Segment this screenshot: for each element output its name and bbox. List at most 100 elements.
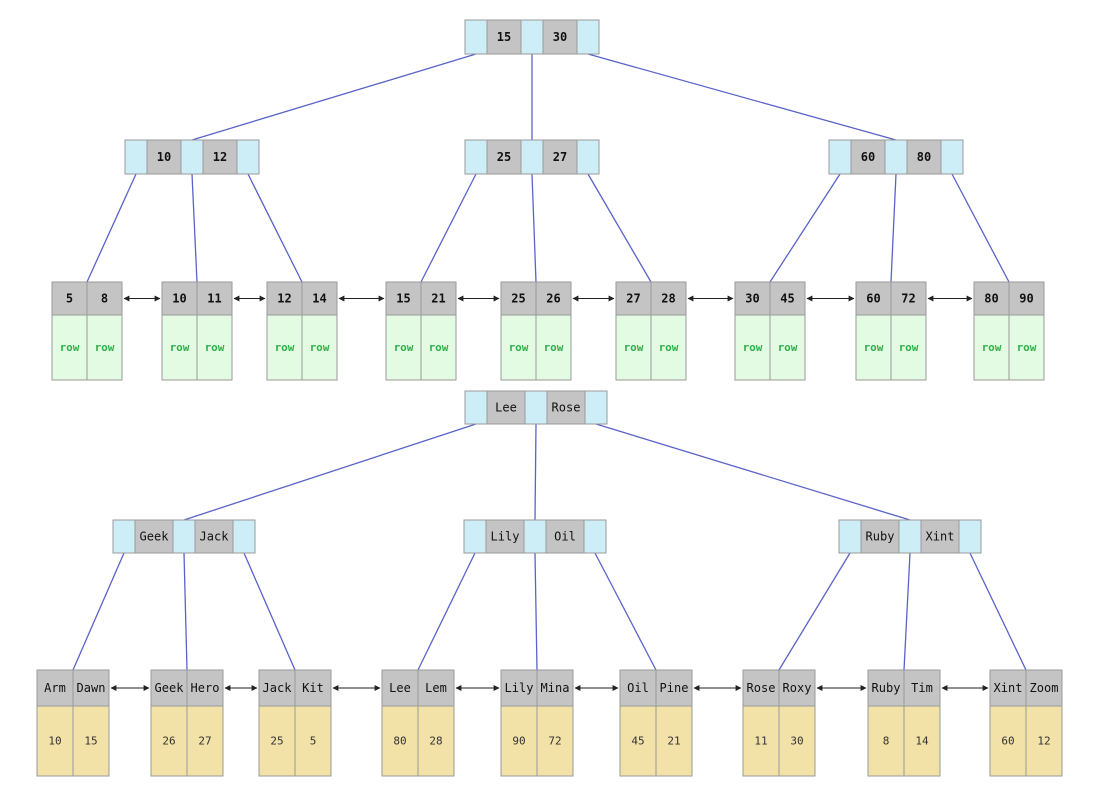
tree-edge — [191, 173, 198, 283]
tree-edge — [86, 173, 137, 283]
leaf-key-cell — [196, 281, 233, 316]
tree-edge — [531, 173, 537, 283]
row-label: row — [864, 341, 884, 354]
row-label: row — [275, 341, 295, 354]
row-label: row — [1017, 341, 1037, 354]
leaf-key-cell — [150, 669, 188, 707]
pointer-cell — [583, 519, 607, 554]
leaf-value: 8 — [883, 735, 890, 748]
leaf-value-cell — [655, 705, 693, 777]
node-key: Ruby — [866, 530, 895, 544]
row-data-cell — [51, 314, 88, 381]
node-key: 30 — [553, 30, 567, 44]
leaf-value-cell — [417, 705, 455, 777]
key-cell — [546, 390, 586, 425]
leaf-key: 28 — [661, 292, 675, 306]
row-label: row — [982, 341, 1002, 354]
leaf-key: Oil — [627, 681, 649, 695]
pointer-cell — [464, 19, 488, 55]
leaf-value: 45 — [631, 735, 644, 748]
key-cell — [202, 139, 238, 175]
row-data-cell — [769, 314, 806, 381]
leaf-value-cell — [150, 705, 188, 777]
node-key: 12 — [213, 150, 227, 164]
node-key: Oil — [554, 530, 576, 544]
pointer-cell — [958, 519, 982, 554]
node-key: 15 — [497, 30, 511, 44]
pointer-cell — [524, 390, 548, 425]
row-label: row — [624, 341, 644, 354]
tree-edge — [778, 552, 851, 671]
leaf-value: 12 — [1037, 735, 1050, 748]
pointer-cell — [838, 519, 862, 554]
leaf-key-cell — [381, 669, 419, 707]
tree-edge — [903, 552, 911, 671]
key-cell — [906, 139, 942, 175]
leaf-key: 45 — [780, 292, 794, 306]
leaf-value: 28 — [429, 735, 442, 748]
leaf-key: Arm — [44, 681, 66, 695]
tree-edge — [420, 173, 477, 283]
leaf-key: Jack — [263, 681, 293, 695]
leaf-key-cell — [36, 669, 74, 707]
leaf-key: Geek — [155, 681, 185, 695]
leaf-value: 14 — [915, 735, 929, 748]
leaf-key-cell — [420, 281, 457, 316]
leaf-value: 26 — [162, 735, 175, 748]
pointer-cell — [180, 139, 204, 175]
row-label: row — [205, 341, 225, 354]
leaf-key: 90 — [1019, 292, 1033, 306]
node-key: 60 — [861, 150, 875, 164]
pointer-cell — [464, 390, 488, 425]
leaf-key-cell — [72, 669, 110, 707]
pointer-cell — [828, 139, 852, 175]
tree-edge — [534, 552, 538, 671]
leaf-value: 21 — [667, 735, 680, 748]
row-label: row — [778, 341, 798, 354]
leaf-value-cell — [742, 705, 780, 777]
leaf-key-cell — [51, 281, 88, 316]
leaf-key-cell — [989, 669, 1027, 707]
pointer-cell — [124, 139, 148, 175]
leaf-value-cell — [619, 705, 657, 777]
leaf-key: Xint — [994, 681, 1023, 695]
pointer-cell — [520, 19, 544, 55]
leaf-value-cell — [36, 705, 74, 777]
leaf-key: Kit — [302, 681, 324, 695]
tree-edge — [594, 552, 657, 671]
tree-edge — [183, 423, 477, 521]
leaf-key: Lee — [389, 681, 411, 695]
node-key: Lee — [495, 401, 517, 415]
leaf-key: 21 — [431, 292, 445, 306]
row-label: row — [60, 341, 80, 354]
row-data-cell — [973, 314, 1010, 381]
leaf-value: 15 — [84, 735, 97, 748]
leaf-key: 8 — [101, 292, 108, 306]
leaf-key: 25 — [511, 292, 525, 306]
pointer-cell — [576, 19, 600, 55]
leaf-value-cell — [1025, 705, 1063, 777]
leaf-value-cell — [381, 705, 419, 777]
pointer-cell — [898, 519, 922, 554]
leaf-key: Rose — [747, 681, 776, 695]
row-data-cell — [500, 314, 537, 381]
leaf-key: Tim — [911, 681, 933, 695]
leaf-value: 30 — [790, 735, 803, 748]
leaf-key-cell — [500, 281, 537, 316]
leaf-key-cell — [890, 281, 927, 316]
row-data-cell — [1008, 314, 1045, 381]
